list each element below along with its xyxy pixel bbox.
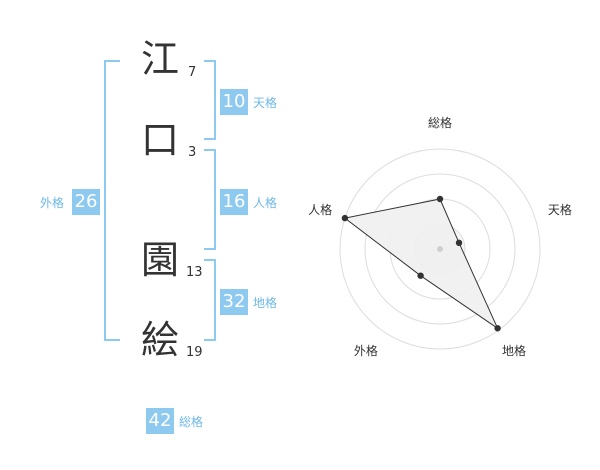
soukaku-value-box: 42 bbox=[146, 408, 174, 434]
radar-center-dot bbox=[437, 246, 443, 252]
radar-point-2 bbox=[494, 325, 501, 332]
stroke-count-1: 7 bbox=[188, 65, 197, 80]
radar-axis-label-4: 人格 bbox=[308, 202, 332, 217]
radar-ring-4 bbox=[339, 148, 541, 350]
stroke-count-4: 19 bbox=[186, 345, 203, 360]
name-char-4: 絵 bbox=[140, 318, 179, 362]
radar-axis-label-3: 外格 bbox=[354, 343, 378, 358]
tenkaku-value-box: 10 bbox=[220, 89, 248, 115]
chikaku-label: 地格 bbox=[253, 296, 278, 310]
tenkaku-bracket bbox=[204, 60, 216, 140]
jinkaku-value-box: 16 bbox=[220, 189, 248, 215]
name-char-3: 園 bbox=[140, 238, 179, 282]
gaikaku-label: 外格 bbox=[40, 196, 65, 210]
gaikaku-bracket bbox=[104, 60, 120, 341]
jinkaku-label: 人格 bbox=[253, 196, 278, 210]
radar-point-0 bbox=[436, 195, 444, 203]
gaikaku-value-box: 26 bbox=[72, 189, 100, 215]
stroke-count-2: 3 bbox=[188, 145, 197, 160]
radar-point-3 bbox=[417, 272, 424, 279]
stroke-count-3: 13 bbox=[186, 265, 203, 280]
name-char-2: 口 bbox=[140, 118, 179, 162]
radar-axis-label-0: 総格 bbox=[428, 115, 452, 130]
chikaku-bracket bbox=[204, 259, 216, 341]
radar-value-area bbox=[343, 198, 499, 330]
radar-axis-label-1: 天格 bbox=[548, 202, 572, 217]
jinkaku-bracket bbox=[204, 149, 216, 250]
radar-ring-3 bbox=[364, 173, 516, 325]
radar-axis-label-2: 地格 bbox=[502, 343, 526, 358]
radar-point-1 bbox=[455, 239, 463, 247]
tenkaku-label: 天格 bbox=[253, 96, 278, 110]
radar-point-4 bbox=[341, 214, 349, 222]
name-char-1: 江 bbox=[140, 37, 179, 81]
chikaku-value-box: 32 bbox=[220, 289, 248, 315]
soukaku-label: 総格 bbox=[179, 415, 204, 429]
